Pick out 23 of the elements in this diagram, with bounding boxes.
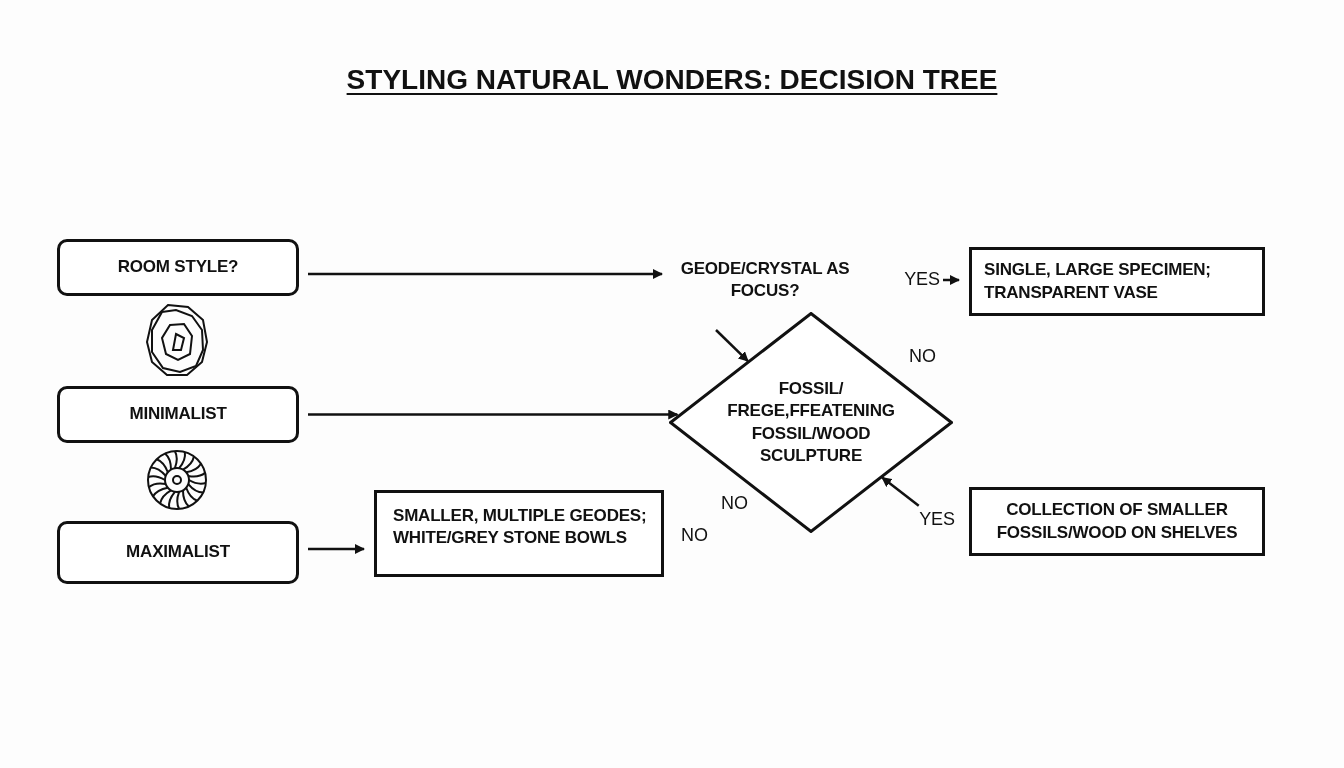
question-text: GEODE/CRYSTAL AS FOCUS? [680, 257, 850, 302]
node-text: SMALLER, MULTIPLE GEODES; WHITE/GREY STONE BOWLS [393, 505, 647, 550]
arrow [715, 329, 749, 362]
process-box [969, 247, 1265, 316]
node-text: FOSSIL/ FREGE,FFEATENING FOSSIL/WOOD SCULPTURE [727, 378, 895, 467]
arrow [308, 544, 365, 554]
diagram-title: STYLING NATURAL WONDERS: DECISION TREE [346, 64, 998, 95]
node-text: SINGLE, LARGE SPECIMEN; TRANSPARENT VASE [984, 259, 1212, 304]
arrow [308, 269, 663, 279]
process-box [969, 487, 1265, 556]
process-box [374, 490, 664, 577]
branch-label: YES [919, 508, 955, 532]
decision-box [57, 386, 299, 443]
arrow [881, 476, 920, 507]
branch-label: YES [904, 268, 940, 292]
node-text: MINIMALIST [129, 403, 227, 426]
decision-box [57, 521, 299, 584]
node-text: COLLECTION OF SMALLER FOSSILS/WOOD ON SHELVES [995, 499, 1239, 544]
decision-box [57, 239, 299, 296]
arrow [308, 409, 679, 420]
node-text: ROOM STYLE? [117, 256, 239, 279]
arrow [943, 275, 960, 285]
node-text: MAXIMALIST [126, 541, 230, 564]
